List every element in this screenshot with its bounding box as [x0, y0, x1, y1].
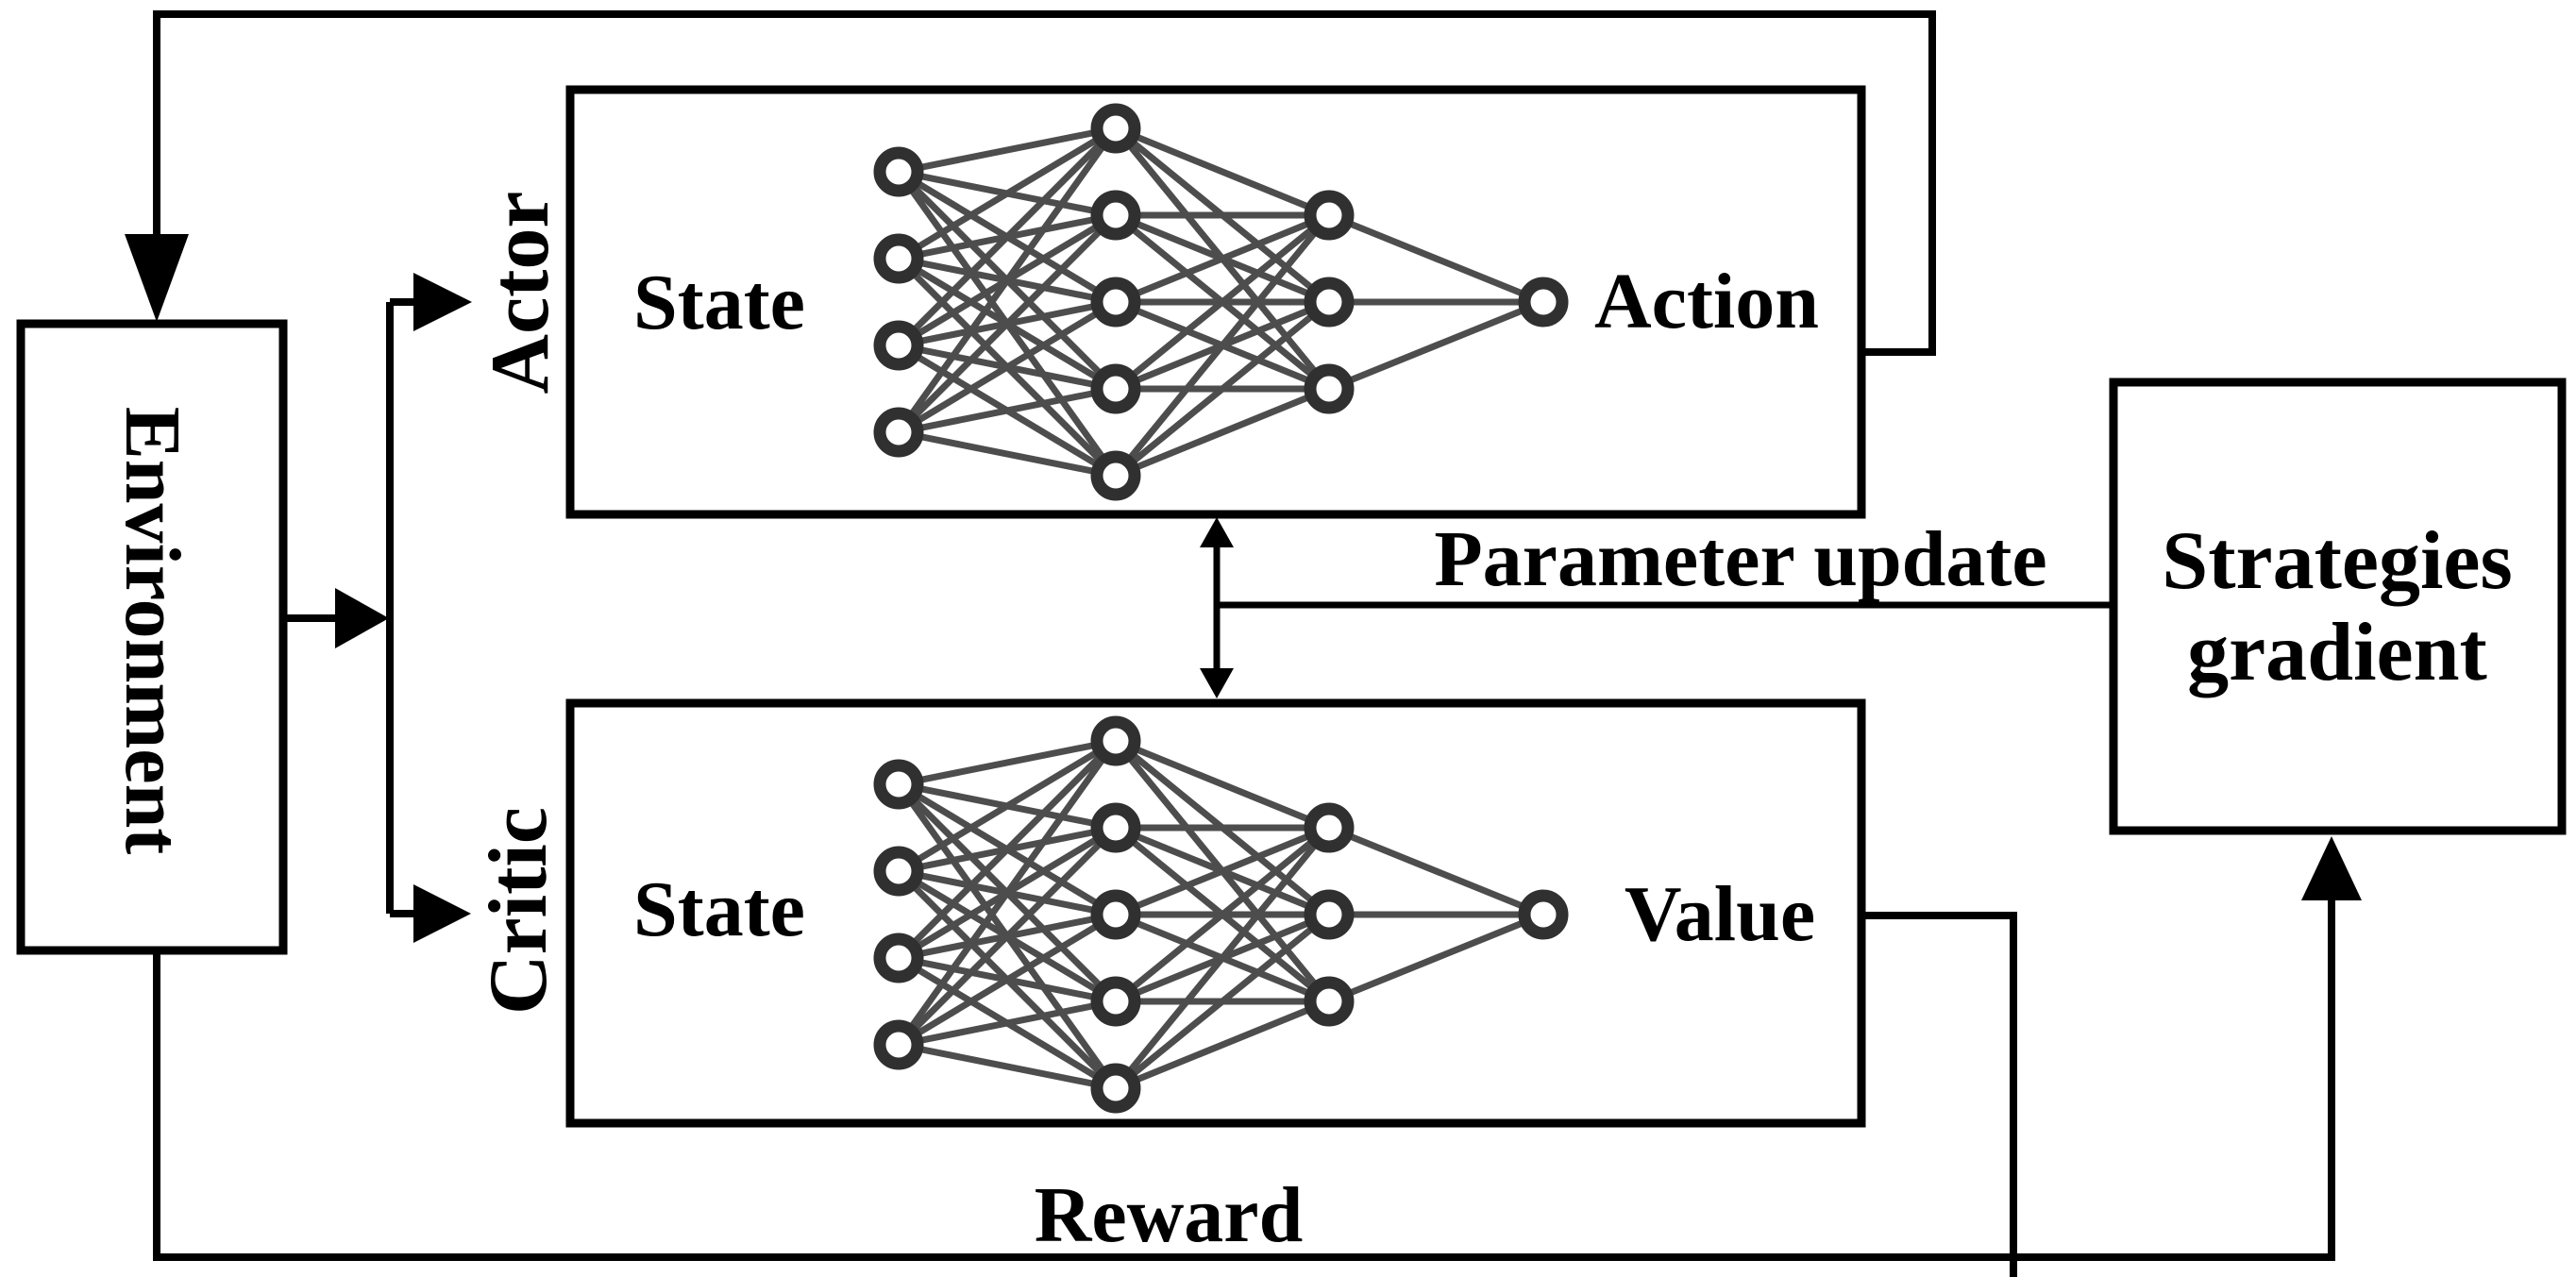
arrow-into-strategies-icon	[2301, 836, 2362, 900]
network-edge	[898, 385, 1117, 436]
network-node-icon	[873, 233, 924, 284]
action-feedback-line	[153, 10, 1936, 356]
network-node-icon	[873, 846, 924, 897]
critic-neural-network	[873, 715, 1569, 1114]
network-node-icon	[1090, 889, 1141, 940]
network-edge	[898, 125, 1117, 176]
actor-label: Actor	[475, 192, 566, 395]
network-node-icon	[1304, 976, 1355, 1027]
network-edge	[1327, 298, 1545, 393]
network-node-icon	[873, 407, 924, 458]
network-node-icon	[873, 1019, 924, 1070]
double-arrow-down-head-icon	[1200, 668, 1234, 698]
strategies-gradient-box	[2109, 378, 2567, 835]
network-node-icon	[1090, 976, 1141, 1027]
network-node-icon	[873, 933, 924, 983]
reward-line	[153, 900, 2335, 1261]
network-edge	[1113, 825, 1332, 1091]
state-branch	[283, 273, 472, 943]
network-node-icon	[1304, 363, 1355, 414]
network-edge	[897, 911, 1118, 1049]
network-node-icon	[1090, 103, 1141, 154]
environment-label: Environment	[109, 407, 196, 855]
network-edge	[1113, 299, 1332, 479]
arrow-into-actor-icon	[413, 273, 472, 331]
network-node-icon	[1090, 450, 1141, 501]
network-node-icon	[1518, 277, 1569, 328]
arrow-into-environment-icon	[125, 234, 189, 322]
parameter-update-link	[1200, 517, 2113, 698]
network-edge	[1113, 212, 1332, 479]
arrow-into-critic-icon	[413, 884, 471, 943]
critic-state-label: State	[633, 865, 805, 953]
network-node-icon	[1090, 190, 1141, 241]
actor-neural-network	[873, 103, 1569, 501]
network-edge	[896, 738, 1119, 961]
network-edge	[898, 1041, 1117, 1092]
network-edge	[1113, 912, 1332, 1091]
network-edge	[897, 125, 1118, 262]
critic-value-label: Value	[1625, 870, 1815, 958]
network-node-icon	[1518, 889, 1569, 940]
value-and-reward-feedback	[153, 836, 2362, 1277]
network-node-icon	[1304, 277, 1355, 328]
network-node-icon	[1090, 363, 1141, 414]
network-node-icon	[1304, 889, 1355, 940]
network-edge	[897, 737, 1118, 875]
network-edge	[1113, 825, 1332, 1004]
strategies-gradient-label-line2: gradient	[2187, 607, 2487, 698]
network-edge	[896, 126, 1119, 435]
critic-label: Critic	[473, 807, 564, 1015]
network-node-icon	[873, 759, 924, 810]
network-edge	[898, 428, 1117, 479]
network-edge	[1114, 211, 1331, 306]
network-edge	[898, 998, 1117, 1049]
value-output-line	[1861, 912, 2017, 1277]
network-node-icon	[873, 320, 924, 371]
network-node-icon	[1090, 802, 1141, 853]
network-edge	[1327, 211, 1545, 306]
network-edge	[1114, 737, 1331, 832]
network-node-icon	[1090, 715, 1141, 766]
parameter-update-label: Parameter update	[1434, 515, 2046, 603]
network-edge	[1114, 824, 1331, 918]
network-edge	[896, 212, 1119, 435]
network-edge	[896, 126, 1119, 348]
network-node-icon	[1090, 277, 1141, 328]
network-edge	[898, 737, 1117, 788]
network-node-icon	[1304, 802, 1355, 853]
network-edge	[1327, 824, 1545, 918]
network-edge	[896, 825, 1119, 1048]
network-node-icon	[1304, 190, 1355, 241]
network-edge	[896, 738, 1119, 1048]
double-arrow-up-head-icon	[1200, 517, 1234, 547]
network-edge	[897, 298, 1118, 436]
strategies-gradient-label-line1: Strategies	[2162, 515, 2512, 607]
network-edge	[1114, 385, 1331, 479]
network-node-icon	[1090, 1063, 1141, 1114]
network-edge	[1327, 911, 1545, 1005]
actor-action-label: Action	[1594, 258, 1819, 345]
network-edge	[1114, 125, 1331, 219]
action-feedback-loop	[125, 10, 1936, 356]
network-edge	[1114, 998, 1331, 1092]
environment-box	[16, 319, 288, 955]
reward-label: Reward	[1035, 1171, 1304, 1259]
network-node-icon	[873, 146, 924, 197]
actor-state-label: State	[633, 259, 805, 346]
arrow-into-branch-icon	[335, 588, 389, 648]
network-edge	[1113, 212, 1332, 392]
